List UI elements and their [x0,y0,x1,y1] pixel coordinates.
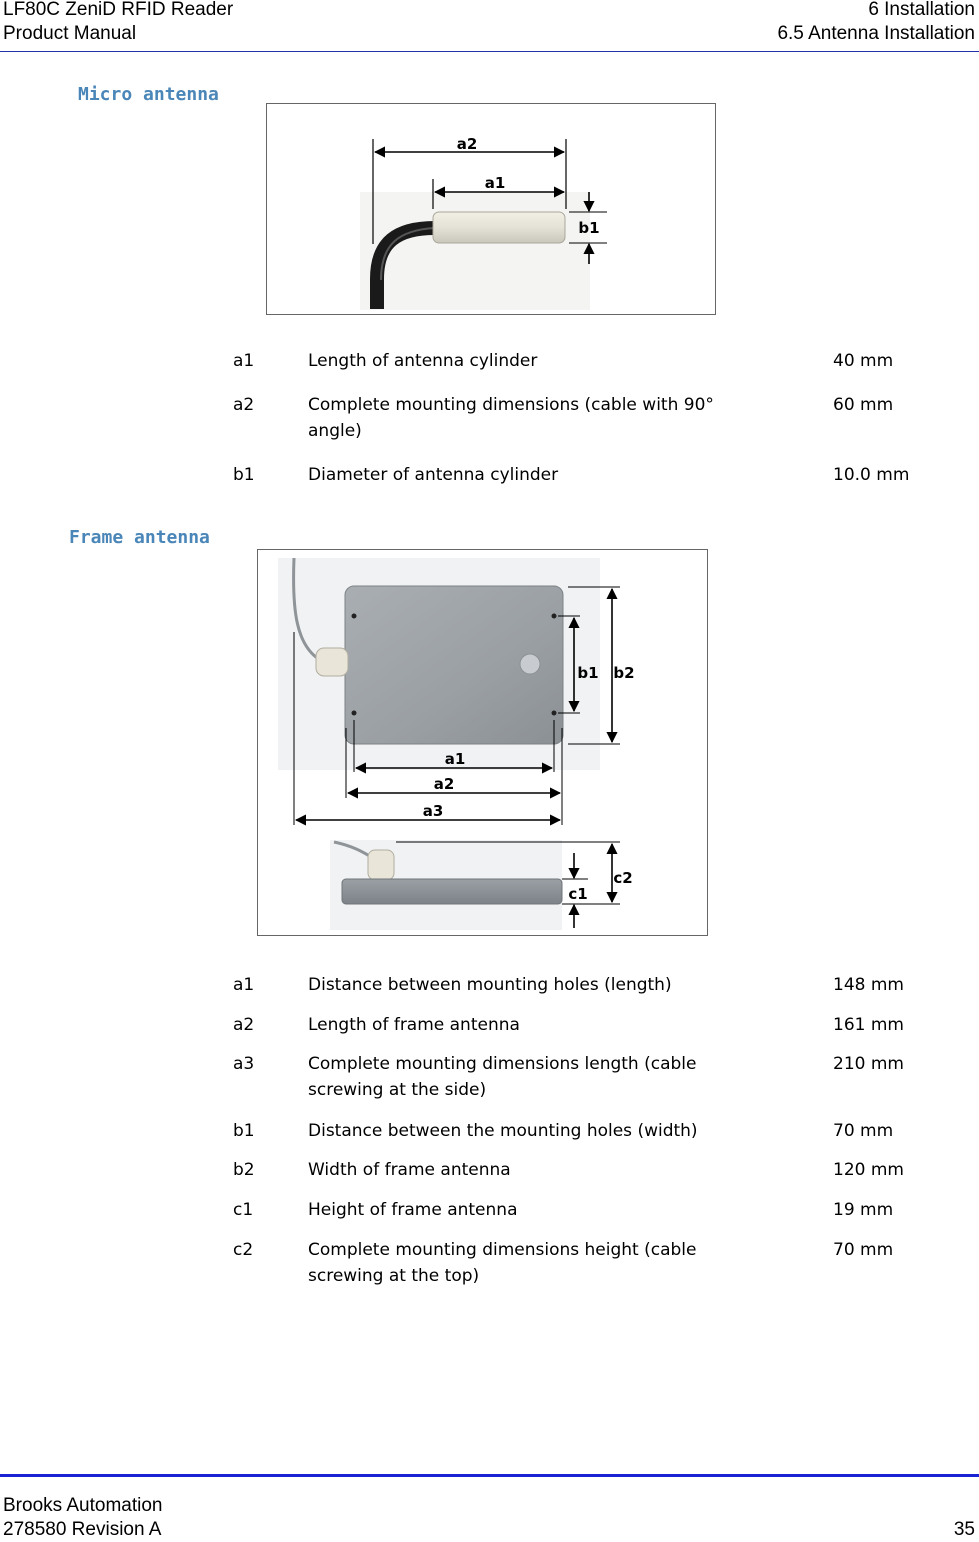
cable-gland-side [367,849,395,881]
spec-code: b1 [233,465,255,485]
spec-description: Distance between mounting holes (length) [308,975,672,995]
spec-description: Length of antenna cylinder [308,351,538,371]
frame-antenna-side [341,878,563,905]
section-title: 6.5 Antenna Installation [777,23,975,44]
spec-description: Complete mounting dimensions height (cab… [308,1240,697,1286]
spec-code: a1 [233,975,255,995]
frame-antenna-heading: Frame antenna [69,527,210,548]
spec-value: 161 mm [833,1015,904,1035]
label-a2: a2 [457,135,478,153]
frame-cable [292,557,321,662]
label-a1: a1 [485,174,506,192]
page-footer-left: Brooks Automation 278580 Revision A [3,1494,162,1542]
doc-title: LF80C ZeniD RFID Reader [3,0,234,20]
spec-code: b1 [233,1121,255,1141]
spec-code: a2 [233,395,255,415]
mounting-hole [551,710,557,716]
spec-value: 60 mm [833,395,894,415]
mounting-hole [351,710,357,716]
micro-antenna-figure: a2 a1 b1 [266,103,716,315]
spec-value: 40 mm [833,351,894,371]
spec-description: Length of frame antenna [308,1015,520,1035]
frame-antenna-figure: a1 a2 a3 b1 b2 c1 c2 [257,549,708,936]
spec-code: a1 [233,351,255,371]
label-c1: c1 [568,885,587,903]
frame-antenna-drawing: a1 a2 a3 b1 b2 c1 c2 [278,557,635,930]
page-header-left: LF80C ZeniD RFID Reader Product Manual [3,0,233,46]
antenna-cylinder [432,211,566,244]
mounting-hole [351,613,357,619]
spec-code: a3 [233,1054,255,1074]
spec-description: Height of frame antenna [308,1200,518,1220]
header-divider [0,51,979,52]
cable-gland [315,647,349,677]
micro-antenna-drawing: a2 a1 b1 [360,135,607,310]
spec-description: Complete mounting dimensions (cable with… [308,395,714,441]
spec-value: 19 mm [833,1200,894,1220]
micro-antenna-heading: Micro antenna [78,84,219,105]
mounting-hole [551,613,557,619]
spec-value: 120 mm [833,1160,904,1180]
spec-value: 148 mm [833,975,904,995]
footer-divider [0,1474,979,1477]
page-number: 35 [953,1519,975,1540]
spec-description: Width of frame antenna [308,1160,511,1180]
spec-code: c2 [233,1240,254,1260]
label-c2: c2 [613,869,632,887]
spec-code: a2 [233,1015,255,1035]
revision-label: 278580 Revision A [3,1519,162,1540]
spec-code: b2 [233,1160,255,1180]
label-a3: a3 [423,802,444,820]
company-name: Brooks Automation [3,1495,163,1516]
doc-subtitle: Product Manual [3,23,137,44]
page-header-right: 6 Installation 6.5 Antenna Installation [777,0,975,46]
status-led [519,653,541,675]
label-b2: b2 [613,664,634,682]
spec-description: Complete mounting dimensions length (cab… [308,1054,697,1100]
label-a2: a2 [434,775,455,793]
spec-value: 210 mm [833,1054,904,1074]
spec-value: 70 mm [833,1121,894,1141]
spec-description: Diameter of antenna cylinder [308,465,559,485]
spec-value: 70 mm [833,1240,894,1260]
label-a1: a1 [445,750,466,768]
spec-description: Distance between the mounting holes (wid… [308,1121,698,1141]
photo-background [360,192,590,310]
spec-code: c1 [233,1200,254,1220]
spec-value: 10.0 mm [833,465,910,485]
chapter-title: 6 Installation [868,0,975,20]
label-b1: b1 [577,664,598,682]
label-b1: b1 [578,219,599,237]
